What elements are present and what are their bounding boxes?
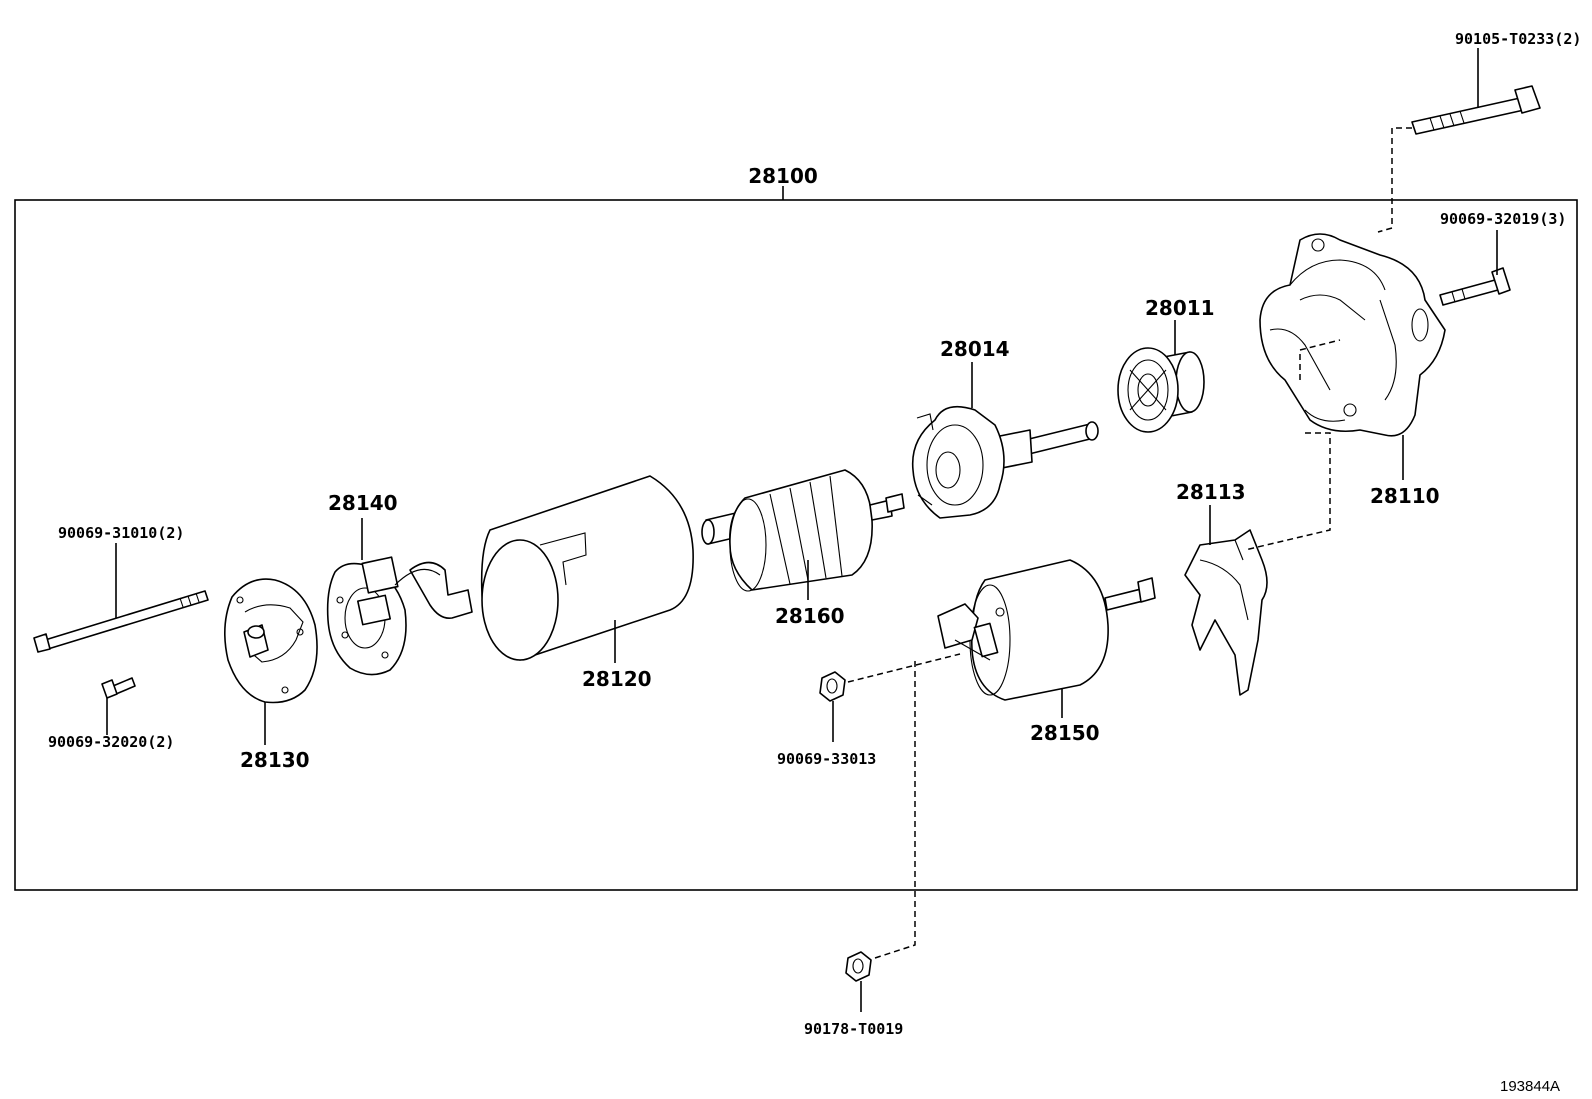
label-brush-holder[interactable]: 28140 xyxy=(328,491,398,515)
through-bolt[interactable] xyxy=(33,590,209,653)
assembly-frame xyxy=(14,199,1578,891)
label-armature[interactable]: 28160 xyxy=(775,604,845,628)
illustration-id: 193844A xyxy=(1500,1078,1560,1095)
label-housing[interactable]: 28110 xyxy=(1370,484,1440,508)
brush-holder[interactable] xyxy=(326,556,473,676)
screw-right[interactable] xyxy=(1439,267,1511,306)
label-nut-outer[interactable]: 90178-T0019 xyxy=(804,1020,903,1038)
pinion-clutch[interactable] xyxy=(1117,347,1205,433)
nut-inner[interactable] xyxy=(819,671,846,702)
solenoid[interactable] xyxy=(937,559,1156,701)
yoke[interactable] xyxy=(480,475,694,661)
drive-housing[interactable] xyxy=(1259,233,1446,437)
screw-left[interactable] xyxy=(101,677,136,699)
label-through-bolt[interactable]: 90069-31010(2) xyxy=(58,524,184,542)
end-frame[interactable] xyxy=(224,578,318,704)
label-screw-right[interactable]: 90069-32019(3) xyxy=(1440,210,1566,228)
label-bolt-top[interactable]: 90105-T0233(2) xyxy=(1455,30,1581,48)
label-lever[interactable]: 28113 xyxy=(1176,480,1246,504)
armature[interactable] xyxy=(701,469,905,592)
label-bearing-plate[interactable]: 28014 xyxy=(940,337,1010,361)
drive-lever[interactable] xyxy=(1184,529,1268,696)
bearing-plate-shaft[interactable] xyxy=(911,405,1099,519)
assembly-label[interactable]: 28100 xyxy=(748,164,818,188)
label-pinion-clutch[interactable]: 28011 xyxy=(1145,296,1215,320)
label-yoke[interactable]: 28120 xyxy=(582,667,652,691)
label-screw-left[interactable]: 90069-32020(2) xyxy=(48,733,174,751)
bolt-top[interactable] xyxy=(1411,85,1541,135)
label-nut-inner[interactable]: 90069-33013 xyxy=(777,750,876,768)
label-solenoid[interactable]: 28150 xyxy=(1030,721,1100,745)
label-end-frame[interactable]: 28130 xyxy=(240,748,310,772)
nut-outer[interactable] xyxy=(845,951,872,982)
